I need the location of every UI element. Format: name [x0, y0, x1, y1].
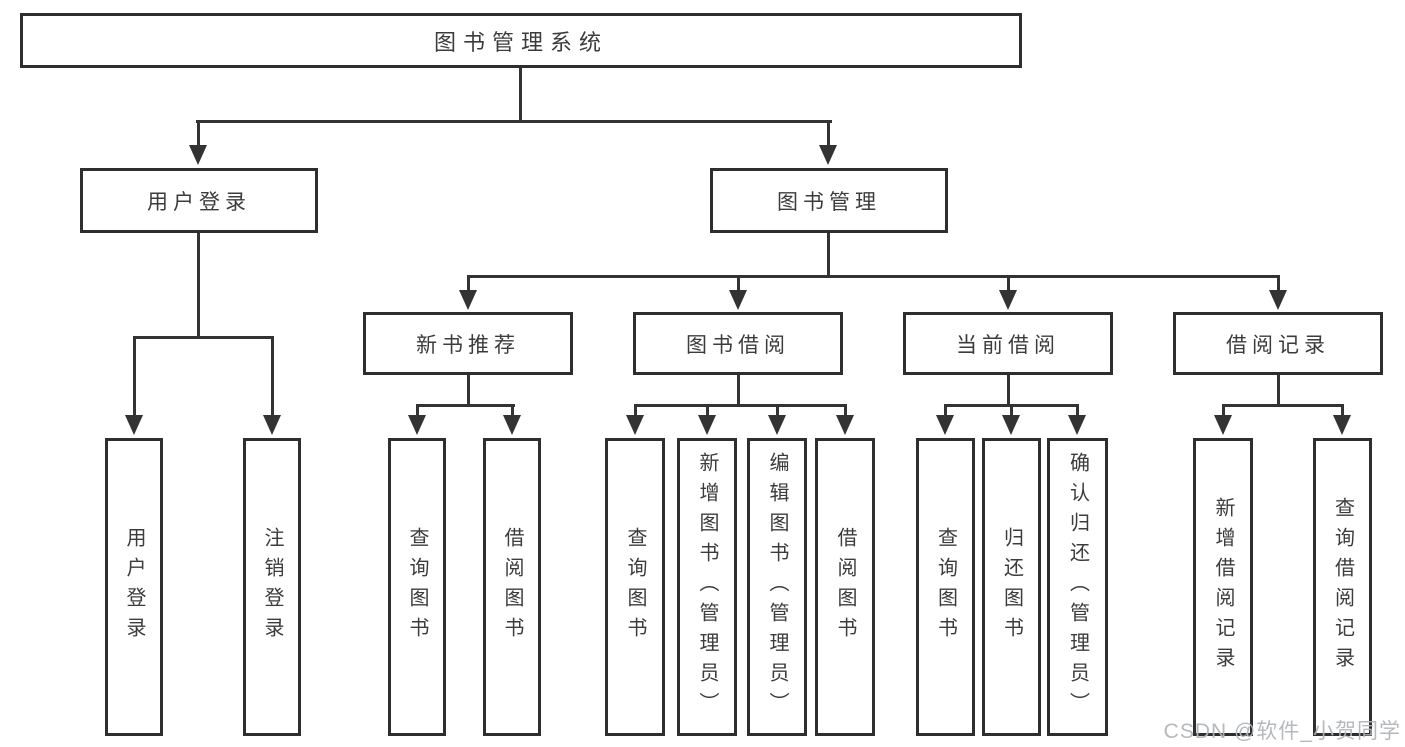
connector-user-login-stub: [197, 233, 200, 337]
arrow-down-icon: [1214, 415, 1232, 435]
node-label: 用户登录: [147, 190, 251, 214]
connector-stub: [467, 375, 470, 406]
leaf-borrow-books-recommend: 借阅图书: [483, 438, 541, 736]
connector-drop: [511, 404, 514, 418]
connector-drop: [944, 404, 947, 418]
node-label: 图书管理: [777, 190, 881, 214]
arrow-down-icon: [698, 415, 716, 435]
leaf-confirm-return-admin: 确认归还（管理员）: [1047, 438, 1108, 736]
node-label: 图书借阅: [686, 333, 790, 357]
arrow-down-icon: [1002, 415, 1020, 435]
connector-drop: [1076, 404, 1079, 418]
connector-root-stub: [519, 68, 522, 120]
connector-drop: [827, 120, 830, 147]
connector-drop: [197, 120, 200, 147]
leaf-edit-books-admin: 编辑图书（管理员）: [747, 438, 807, 736]
leaf-label: 新增图书（管理员）: [696, 452, 718, 722]
leaf-query-books-borrow: 查询图书: [605, 438, 665, 736]
csdn-watermark: CSDN @软件_小贺同学: [1163, 720, 1401, 743]
node-label: 图书管理系统: [433, 29, 608, 55]
leaf-add-borrow-record: 新增借阅记录: [1193, 438, 1253, 736]
leaf-query-borrow-record: 查询借阅记录: [1313, 438, 1372, 736]
connector-stub: [1007, 375, 1010, 406]
leaf-label: 借阅图书: [501, 527, 523, 647]
leaf-label: 查询借阅记录: [1331, 497, 1354, 677]
arrow-down-icon: [936, 415, 954, 435]
leaf-label: 确认归还（管理员）: [1066, 452, 1089, 722]
node-new-book-recommendation: 新书推荐: [363, 312, 573, 375]
arrow-down-icon: [768, 415, 786, 435]
arrow-down-icon: [836, 415, 854, 435]
arrow-down-icon: [819, 145, 837, 165]
node-current-borrowing: 当前借阅: [903, 312, 1113, 375]
arrow-down-icon: [1269, 290, 1287, 310]
leaf-user-login: 用户登录: [105, 438, 163, 736]
connector-drop: [467, 275, 470, 295]
arrow-down-icon: [125, 415, 143, 435]
arrow-down-icon: [1068, 415, 1086, 435]
node-label: 借阅记录: [1226, 333, 1330, 357]
leaf-label: 查询图书: [624, 527, 646, 647]
connector-user-login-bar: [133, 336, 274, 339]
arrow-down-icon: [408, 415, 426, 435]
leaf-query-books-recommend: 查询图书: [388, 438, 446, 736]
node-book-management: 图书管理: [710, 168, 948, 233]
connector-drop: [1222, 404, 1225, 418]
arrow-down-icon: [459, 290, 477, 310]
leaf-logout: 注销登录: [243, 438, 301, 736]
arrow-down-icon: [503, 415, 521, 435]
connector-stub: [1277, 375, 1280, 406]
arrow-down-icon: [626, 415, 644, 435]
connector-drop: [1277, 275, 1280, 295]
connector-drop: [1010, 404, 1013, 418]
connector-drop: [776, 404, 779, 418]
leaf-label: 查询图书: [934, 527, 957, 647]
leaf-label: 编辑图书（管理员）: [766, 452, 788, 722]
connector-root-bar: [196, 120, 832, 123]
connector-drop: [133, 336, 136, 417]
connector-book-management-bar: [467, 275, 1280, 278]
arrow-down-icon: [263, 415, 281, 435]
connector-drop: [706, 404, 709, 418]
leaf-return-books: 归还图书: [982, 438, 1041, 736]
connector-stub: [737, 375, 740, 406]
node-borrowing-records: 借阅记录: [1173, 312, 1383, 375]
node-book-borrowing: 图书借阅: [633, 312, 843, 375]
arrow-down-icon: [729, 290, 747, 310]
connector-drop: [1007, 275, 1010, 295]
arrow-down-icon: [189, 145, 207, 165]
connector-drop: [271, 336, 274, 417]
node-user-login: 用户登录: [80, 168, 318, 233]
leaf-label: 新增借阅记录: [1212, 497, 1234, 677]
leaf-label: 借阅图书: [834, 527, 856, 647]
node-library-management-system: 图书管理系统: [20, 13, 1022, 68]
leaf-query-books-current: 查询图书: [916, 438, 975, 736]
node-label: 当前借阅: [956, 333, 1060, 357]
leaf-label: 注销登录: [261, 527, 283, 647]
arrow-down-icon: [999, 290, 1017, 310]
connector-drop: [416, 404, 419, 418]
leaf-label: 用户登录: [123, 527, 145, 647]
connector-book-management-stub: [827, 233, 830, 277]
arrow-down-icon: [1333, 415, 1351, 435]
leaf-add-books-admin: 新增图书（管理员）: [677, 438, 737, 736]
connector-drop: [737, 275, 740, 295]
connector-drop: [844, 404, 847, 418]
node-label: 新书推荐: [416, 333, 520, 357]
connector-drop: [1341, 404, 1344, 418]
leaf-label: 归还图书: [1000, 527, 1023, 647]
leaf-borrow-books: 借阅图书: [815, 438, 875, 736]
connector-bar: [634, 404, 846, 407]
connector-bar: [1222, 404, 1344, 407]
connector-drop: [634, 404, 637, 418]
connector-bar: [416, 404, 515, 407]
leaf-label: 查询图书: [406, 527, 428, 647]
